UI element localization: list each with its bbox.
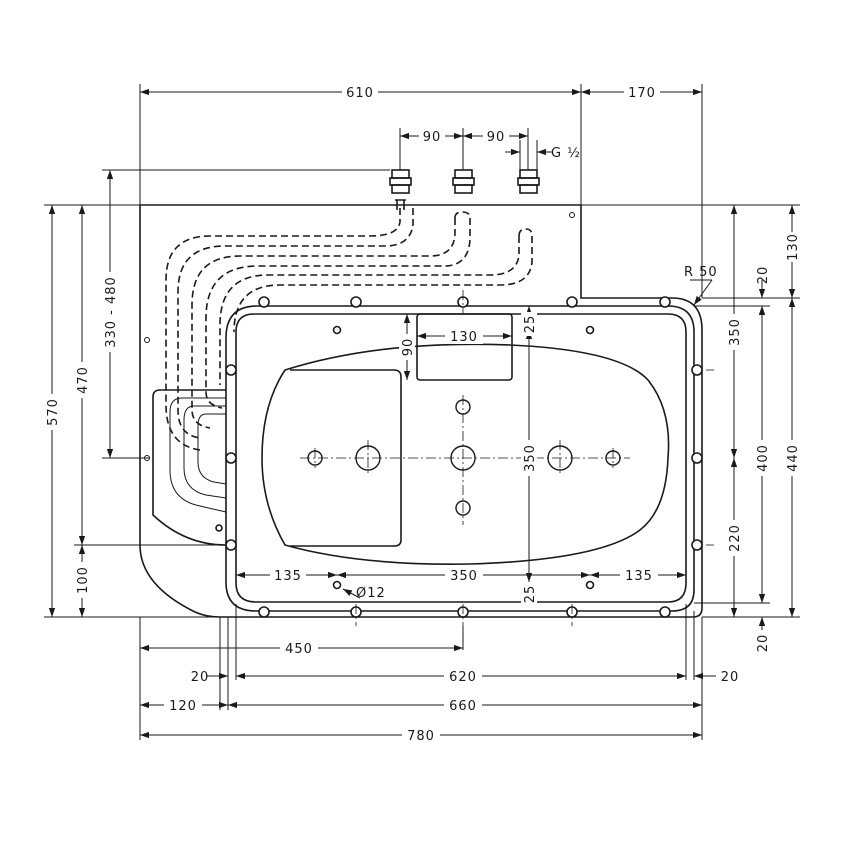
dim-top-170: 170 xyxy=(628,86,656,101)
dim-panel-135-right: 135 xyxy=(625,569,653,584)
dim-panel-25-top: 25 xyxy=(523,315,538,334)
dim-left-100: 100 xyxy=(76,566,91,594)
connector-2-icon xyxy=(452,169,475,194)
dimension-labels: 610 170 90 90 G ½ R 50 130 20 350 400 44… xyxy=(44,84,801,744)
dim-bottom-120: 120 xyxy=(169,699,197,714)
dim-top-610: 610 xyxy=(346,86,374,101)
dim-panel-135-left: 135 xyxy=(274,569,302,584)
dim-bottom-660: 660 xyxy=(449,699,477,714)
pipe-routes xyxy=(165,208,533,451)
lounge-contour xyxy=(261,343,670,565)
inner-rim xyxy=(225,305,695,612)
connector-1-icon xyxy=(389,169,412,210)
dim-spacing-90-a: 90 xyxy=(423,130,442,145)
inner-basin xyxy=(235,313,687,603)
dim-panel-130: 130 xyxy=(450,330,478,345)
dim-spacing-90-b: 90 xyxy=(487,130,506,145)
dim-right-20-top: 20 xyxy=(756,266,771,285)
dim-bottom-450: 450 xyxy=(285,642,313,657)
dim-panel-90: 90 xyxy=(401,338,416,357)
dim-bottom-620: 620 xyxy=(449,670,477,685)
dim-left-470: 470 xyxy=(76,366,91,394)
dim-left-330-480: 330 - 480 xyxy=(104,276,119,348)
dim-panel-25-bottom: 25 xyxy=(523,585,538,604)
dim-radius: R 50 xyxy=(684,265,718,280)
body-outline xyxy=(139,204,703,618)
dim-hole-diameter: Ø12 xyxy=(356,586,386,601)
connector-icons xyxy=(389,169,540,210)
solid-pipes xyxy=(169,397,227,513)
dim-left-570: 570 xyxy=(46,398,61,426)
center-lines xyxy=(140,290,714,626)
dim-right-220: 220 xyxy=(728,524,743,552)
dim-right-440: 440 xyxy=(786,444,801,472)
dim-right-350: 350 xyxy=(728,318,743,346)
seat-insert xyxy=(290,369,402,547)
service-box xyxy=(416,313,513,381)
dim-panel-350-vert: 350 xyxy=(523,444,538,472)
dimension-lines xyxy=(48,88,796,739)
dim-right-20-bottom: 20 xyxy=(756,634,771,653)
dim-thread: G ½ xyxy=(551,146,581,161)
dim-bottom-20-right: 20 xyxy=(721,670,740,685)
pipe-enclosure xyxy=(152,389,227,546)
dim-right-400: 400 xyxy=(756,444,771,472)
dim-panel-350-horiz: 350 xyxy=(450,569,478,584)
jet-holes xyxy=(307,399,621,516)
dim-bottom-20-left: 20 xyxy=(191,670,210,685)
connector-3-icon xyxy=(517,169,540,194)
dim-bottom-780: 780 xyxy=(407,729,435,744)
extension-lines xyxy=(44,84,800,740)
dim-right-130: 130 xyxy=(786,233,801,261)
